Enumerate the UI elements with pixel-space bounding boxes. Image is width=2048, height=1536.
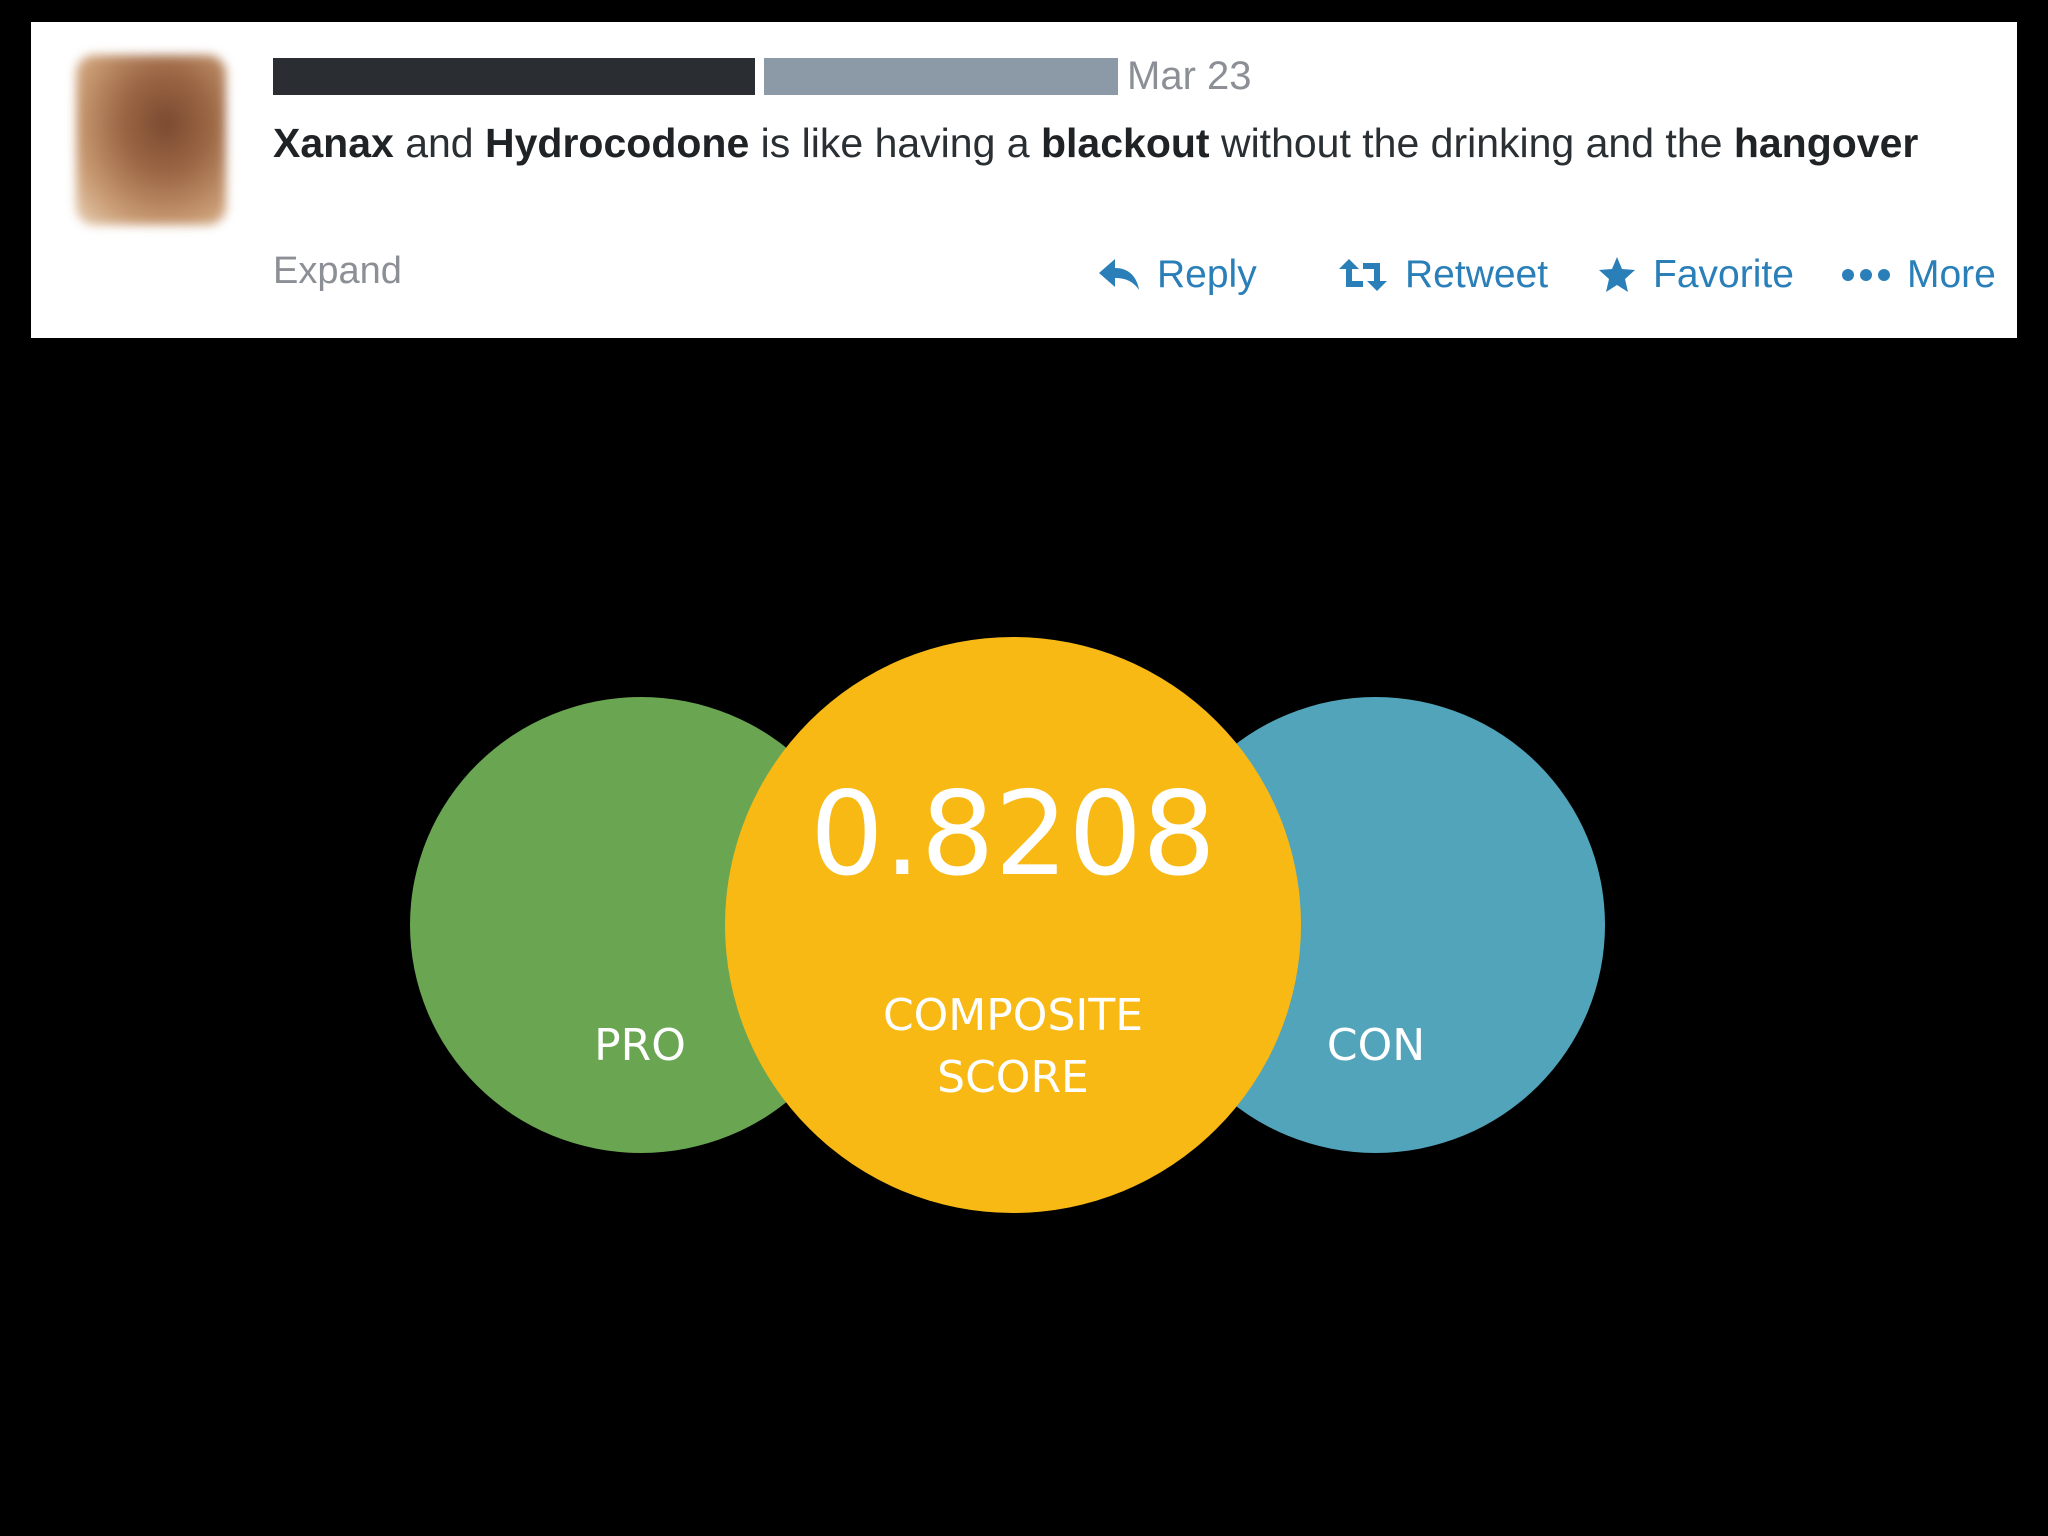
composite-score-label-line1: COMPOSITE [882, 990, 1144, 1041]
retweet-button[interactable]: Retweet [1337, 250, 1548, 300]
composite-score-label: COMPOSITE SCORE [725, 985, 1301, 1109]
tweet-text-segment: and [393, 120, 486, 166]
expand-link[interactable]: Expand [273, 250, 402, 292]
reply-button[interactable]: Reply [1097, 250, 1257, 300]
composite-score-label-line2: SCORE [937, 1052, 1089, 1103]
tweet-text-segment: is like having a [749, 120, 1041, 166]
tweet-date[interactable]: Mar 23 [1127, 54, 1252, 98]
redacted-username [764, 58, 1118, 95]
redacted-display-name [273, 58, 755, 95]
composite-score-value: 0.8208 [810, 767, 1216, 902]
ellipsis-icon [1842, 269, 1890, 281]
more-label: More [1907, 253, 1996, 296]
tweet-text-bold: hangover [1733, 120, 1919, 166]
retweet-label: Retweet [1405, 253, 1549, 296]
tweet-text-segment: without the drinking and the [1209, 120, 1734, 166]
pro-label: PRO [594, 1020, 686, 1071]
more-button[interactable]: More [1841, 250, 1996, 300]
con-label: CON [1326, 1020, 1426, 1071]
favorite-label: Favorite [1653, 253, 1794, 296]
tweet-text-bold: Xanax [273, 120, 394, 166]
avatar[interactable] [76, 55, 226, 225]
reply-label: Reply [1157, 253, 1257, 296]
favorite-button[interactable]: Favorite [1597, 250, 1794, 300]
reply-icon [1099, 259, 1139, 290]
tweet-text: Xanax and Hydrocodone is like having a b… [273, 112, 1973, 174]
tweet-card: Mar 23 Xanax and Hydrocodone is like hav… [31, 22, 2017, 338]
tweet-text-bold: Hydrocodone [485, 120, 750, 166]
composite-score-circle [725, 637, 1301, 1213]
star-icon [1599, 257, 1635, 292]
tweet-text-bold: blackout [1040, 120, 1210, 166]
retweet-icon [1339, 259, 1387, 291]
